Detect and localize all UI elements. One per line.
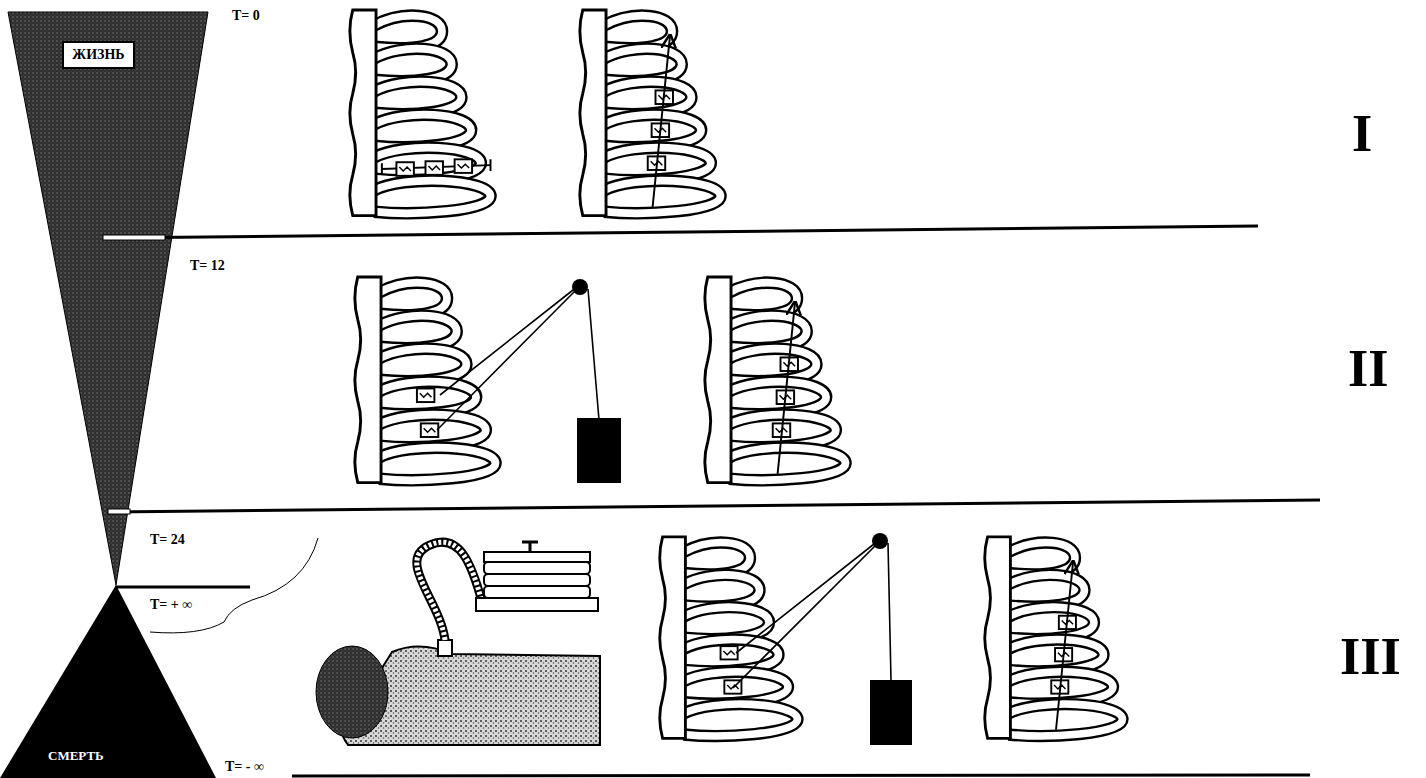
death-triangle: СМЕРТЬ [0,585,216,778]
pulley [872,533,888,549]
ventilated-patient [316,640,600,745]
time-tick [103,235,165,240]
hand-stroke [150,538,318,633]
traction-cord [437,290,574,430]
time-label: T= 0 [232,8,260,23]
stage-numeral: I [1352,105,1372,162]
weight [870,680,912,745]
weight [577,418,621,483]
life-triangle [8,12,208,585]
node-label: ЖИЗНЬ [72,47,125,63]
stage-numeral: II [1348,340,1388,397]
ventilator-bellows [476,542,598,611]
stage-numeral: III [1340,628,1401,685]
time-label: T= + ∞ [150,597,192,612]
time-label: T= - ∞ [225,759,264,774]
traction-cord [588,289,599,420]
separator-line [292,775,1310,776]
triangle-fill [0,585,216,778]
traction-cord [888,543,891,680]
life-box: ЖИЗНЬ [62,41,135,69]
time-label: T= 12 [190,258,225,273]
ventilator-hose [417,542,482,640]
rib-cage [355,277,496,483]
triangle-shape [0,585,216,778]
separator-line [115,586,250,589]
separator-line [110,500,1320,512]
rib-cage [985,537,1123,738]
rib-cage [350,10,491,216]
rib-cage [580,10,721,216]
time-tick [108,509,130,514]
node-label: СМЕРТЬ [48,748,104,764]
traction-cord [733,544,875,688]
rib-cage [660,537,798,738]
pulley [572,279,588,295]
separator-line [105,226,1258,238]
rib-cage [705,277,846,483]
time-label: T= 24 [150,532,185,547]
